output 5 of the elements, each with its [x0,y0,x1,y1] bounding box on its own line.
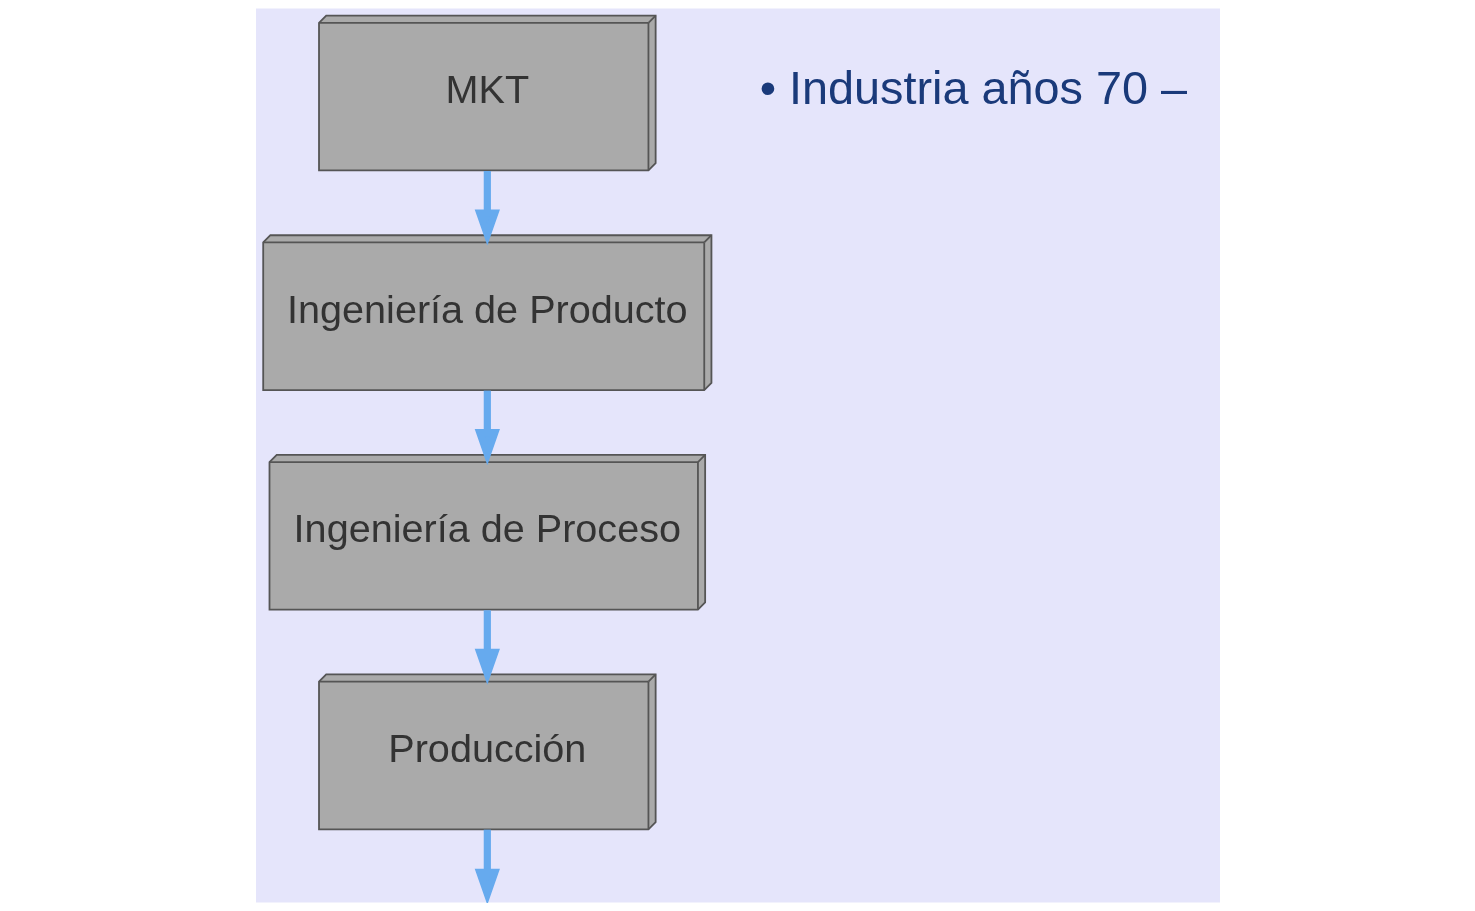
arrow [474,829,500,903]
arrow [474,610,500,685]
label: • Industria años 70 – [759,62,1187,115]
arrow [474,390,500,466]
arrow [474,171,500,246]
